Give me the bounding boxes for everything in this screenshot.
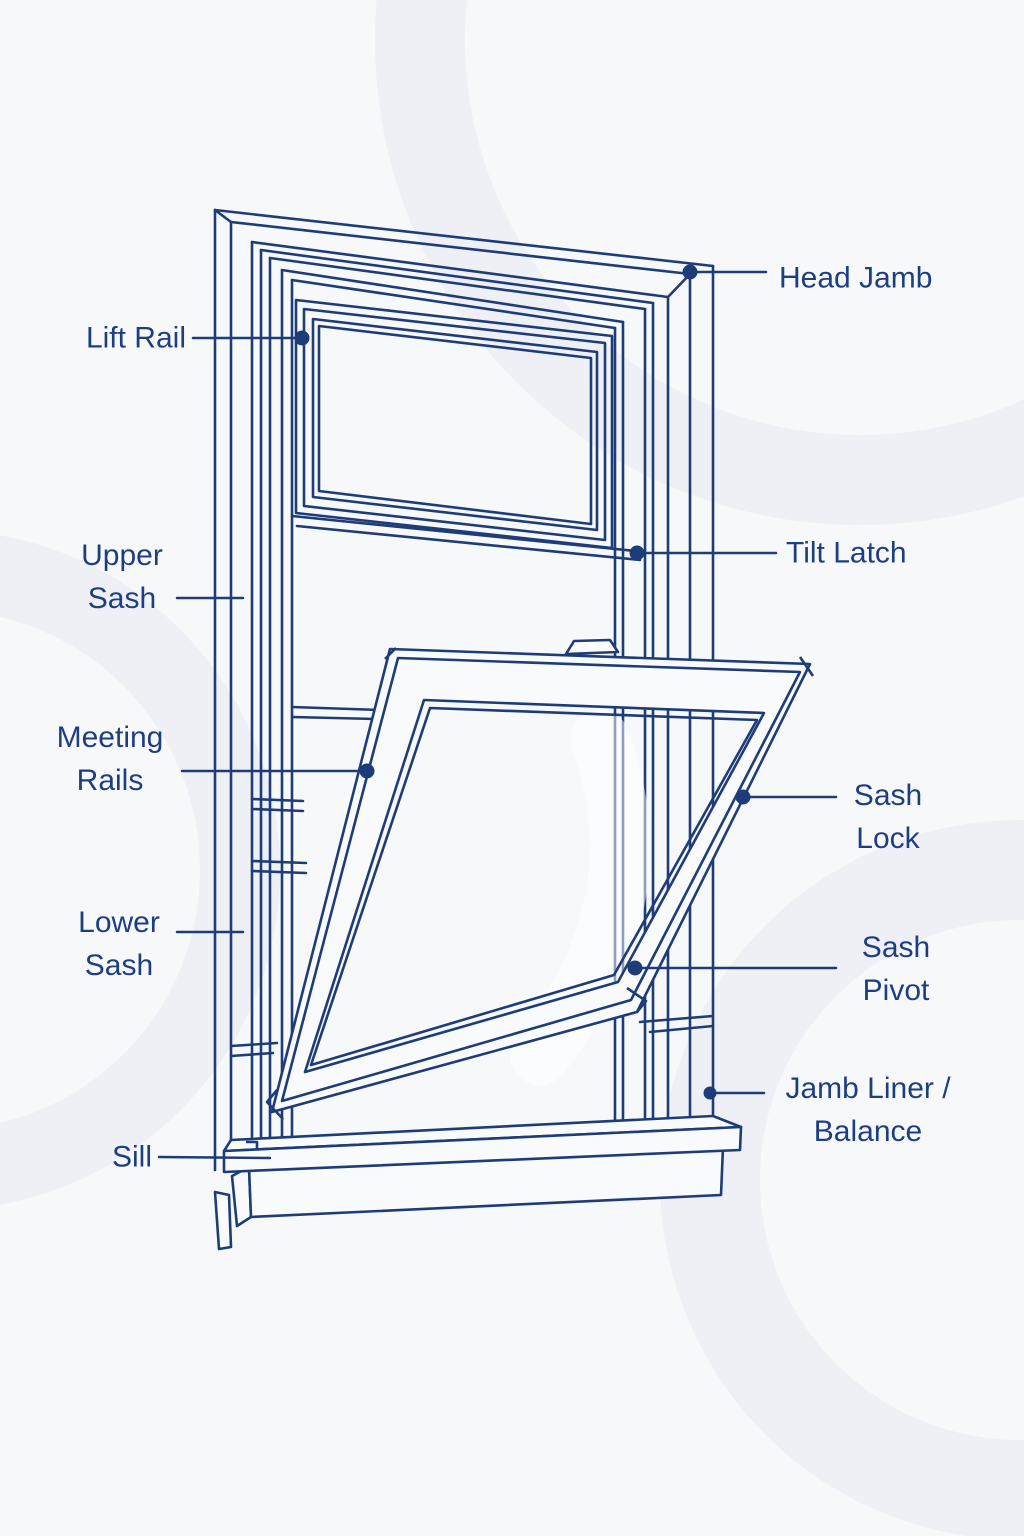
- label-lift-rail: Lift Rail: [85, 321, 186, 355]
- dot-sash-pivot: [627, 960, 643, 976]
- dot-tilt-latch: [629, 545, 645, 561]
- dot-lift-rail: [294, 330, 310, 346]
- leader-lines: [157, 270, 838, 1160]
- dot-head-jamb: [682, 264, 698, 280]
- leader-sill: [157, 1155, 272, 1160]
- dot-meeting-rails: [359, 763, 375, 779]
- anchor-dots: [294, 264, 751, 1100]
- label-meeting-rails: Meeting Rails: [56, 721, 164, 797]
- sill-drawing: [213, 1114, 743, 1251]
- sill-foot: [213, 1190, 233, 1251]
- sill-front: [222, 1125, 743, 1174]
- label-sash-lock: Sash Lock: [853, 779, 923, 855]
- label-head-jamb: Head Jamb: [779, 261, 933, 295]
- meeting-rail-drawing: [290, 514, 647, 562]
- label-lower-sash: Lower Sash: [78, 906, 160, 982]
- label-sash-pivot: Sash Pivot: [861, 931, 931, 1007]
- tilted-lower-sash: [265, 638, 815, 1120]
- label-sill: Sill: [111, 1140, 152, 1174]
- sash-frame-fill: [272, 649, 810, 1112]
- label-tilt-latch: Tilt Latch: [786, 536, 907, 570]
- tilt-latch-tab: [564, 638, 620, 656]
- dot-jamb-liner: [703, 1086, 717, 1100]
- label-upper-sash: Upper Sash: [81, 539, 163, 615]
- dot-sash-lock: [735, 789, 751, 805]
- label-jamb-liner-balance: Jamb Liner / Balance: [785, 1072, 951, 1148]
